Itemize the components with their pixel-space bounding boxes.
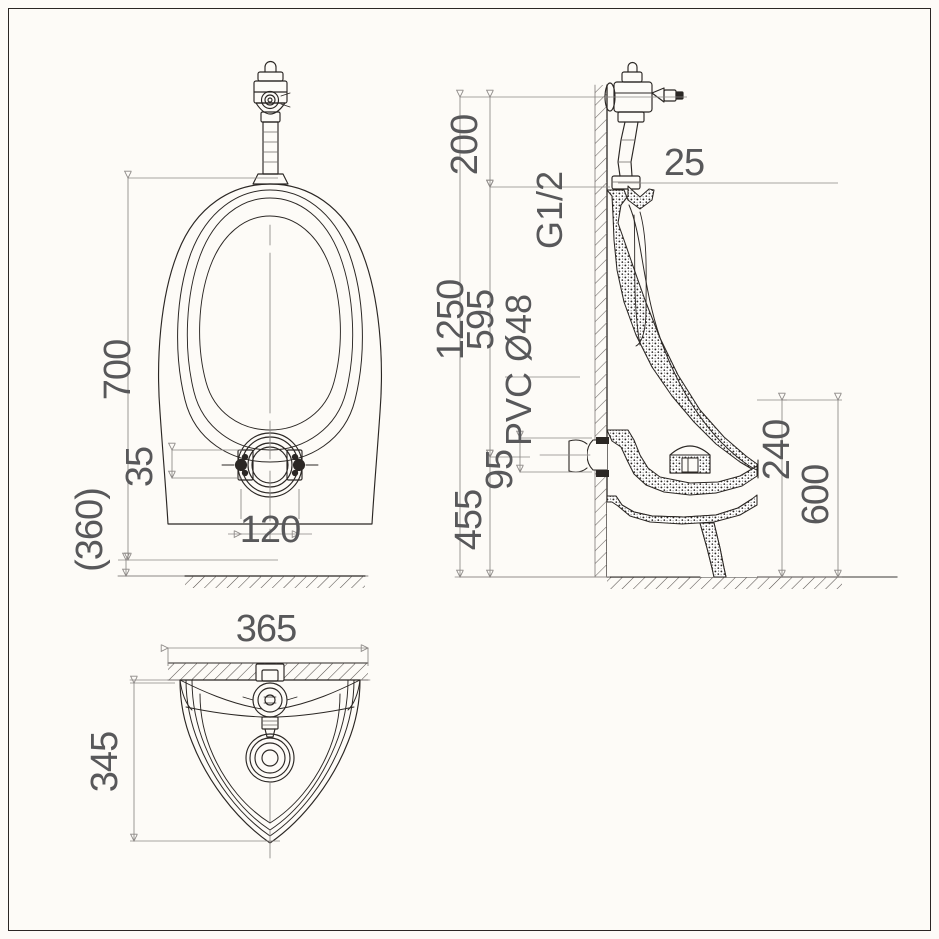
dim-label-365: 365: [236, 608, 296, 650]
plan-flush-valve: [242, 663, 298, 783]
dim-label-455: 455: [448, 490, 490, 550]
dim-label-240: 240: [756, 420, 798, 480]
section-wall: [594, 84, 608, 578]
annotation-g1-2: G1/2: [529, 171, 570, 249]
dimension-lines: [118, 97, 842, 841]
dim-label-700: 700: [97, 340, 139, 400]
dim-label-1250: 1250: [430, 280, 472, 361]
section-waste-pipe: [539, 437, 609, 477]
dim-label-35: 35: [119, 447, 161, 487]
dimension-labels: 700 35 (360) 120 200 1250 595 455 95 25 …: [69, 115, 837, 792]
front-floor: [117, 575, 369, 588]
front-flush-valve: [252, 61, 291, 185]
dim-label-595: 595: [460, 290, 502, 350]
section-floor: [454, 576, 898, 589]
dim-label-360: (360): [69, 488, 111, 572]
front-elevation-view: [117, 61, 382, 588]
section-ceramic-body: [606, 185, 759, 578]
dim-label-345: 345: [84, 732, 126, 792]
dim-label-25: 25: [664, 142, 704, 184]
dim-label-600: 600: [795, 465, 837, 525]
side-section-view: [454, 61, 898, 589]
annotation-pvc-48: PVC Ø48: [498, 294, 539, 446]
dim-label-200: 200: [444, 115, 486, 175]
dim-label-95: 95: [479, 450, 521, 490]
section-drain-strainer: [669, 445, 711, 474]
dim-label-120: 120: [240, 509, 300, 551]
plan-top-view: [129, 662, 371, 859]
